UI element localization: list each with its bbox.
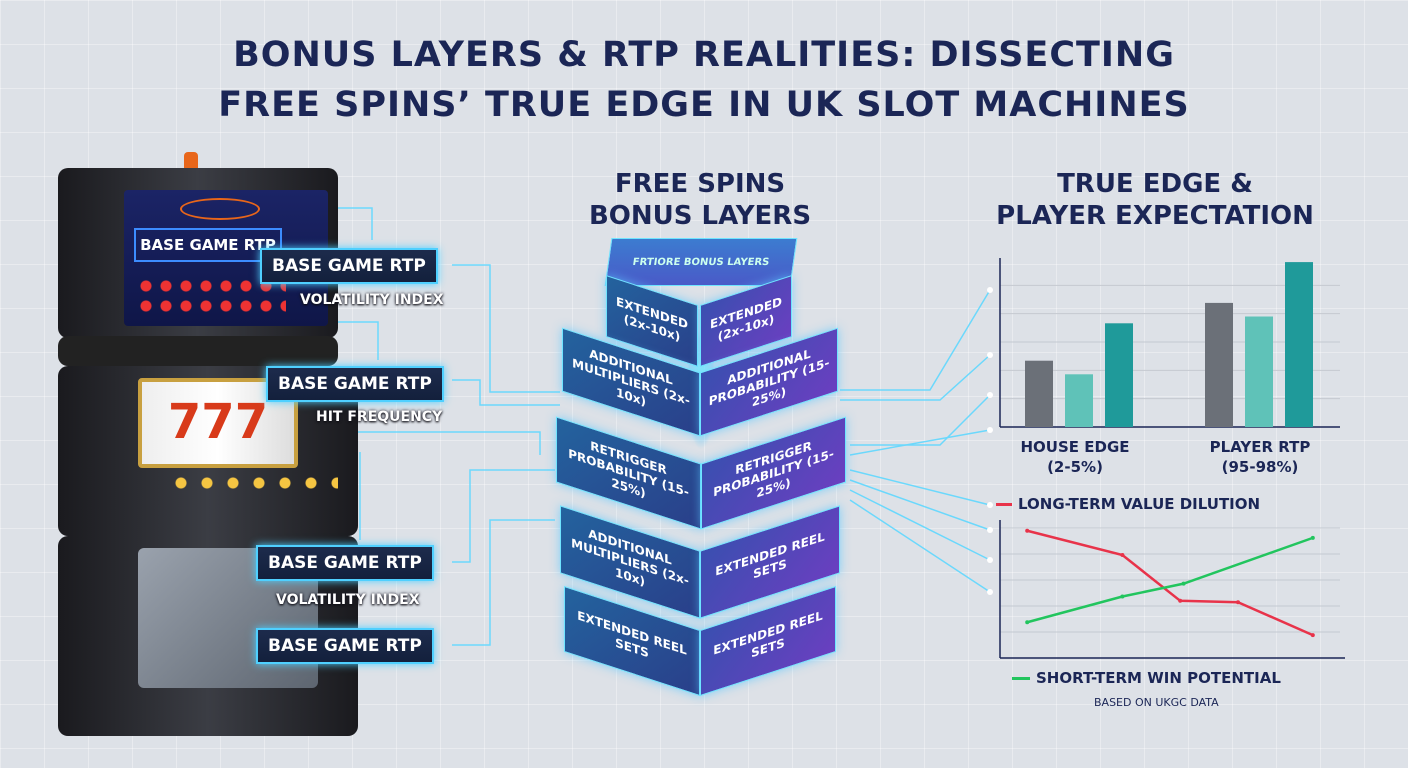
cube-top-face: FRTIORE BONUS LAYERS: [604, 238, 798, 286]
right-title: TRUE EDGE & PLAYER EXPECTATION: [996, 169, 1314, 231]
data-point: [1025, 620, 1030, 625]
data-point: [1310, 633, 1315, 638]
data-point: [1025, 528, 1030, 533]
label-sub-1: VOLATILITY INDEX: [300, 292, 444, 308]
center-title: FREE SPINS BONUS LAYERS: [588, 169, 812, 231]
data-point: [1120, 553, 1125, 558]
bar-category-2: PLAYER RTP(95-98%): [1209, 438, 1311, 476]
bar: [1245, 316, 1273, 427]
bar: [1025, 360, 1053, 427]
page-title: BONUS LAYERS & RTP REALITIES: DISSECTING…: [218, 35, 1190, 125]
label-sub-3: VOLATILITY INDEX: [276, 592, 420, 608]
legend-short-term: SHORT-TERM WIN POTENTIAL: [1012, 669, 1281, 687]
data-point: [1178, 598, 1183, 603]
legend-swatch-red: [996, 503, 1012, 506]
line-chart: [999, 520, 1345, 659]
label-box-2: BASE GAME RTP: [266, 366, 444, 402]
bar: [1205, 302, 1233, 427]
label-box-3: BASE GAME RTP: [256, 545, 434, 581]
series-line-0: [1026, 529, 1314, 637]
data-point: [1120, 594, 1125, 599]
bar: [1065, 374, 1093, 427]
bar-chart: [999, 258, 1340, 428]
label-box-1: BASE GAME RTP: [260, 248, 438, 284]
data-point: [1181, 581, 1186, 586]
bar: [1285, 262, 1313, 427]
series-line-1: [1026, 536, 1314, 624]
label-box-4: BASE GAME RTP: [256, 628, 434, 664]
legend-long-term: LONG-TERM VALUE DILUTION: [996, 495, 1260, 513]
beacon-light: [184, 152, 198, 168]
label-sub-2: HIT FREQUENCY: [316, 409, 443, 425]
slot-machine-illustration: BASE GAME RTP 777: [58, 152, 358, 738]
data-source: BASED ON UKGC DATA: [1094, 696, 1219, 709]
bar-category-1: HOUSE EDGE(2-5%): [1020, 438, 1130, 476]
bar: [1105, 323, 1133, 427]
reels: 777: [138, 378, 298, 468]
screen-label: BASE GAME RTP: [134, 228, 282, 262]
data-point: [1236, 600, 1240, 605]
legend-swatch-green: [1012, 677, 1030, 680]
data-point: [1310, 535, 1315, 540]
